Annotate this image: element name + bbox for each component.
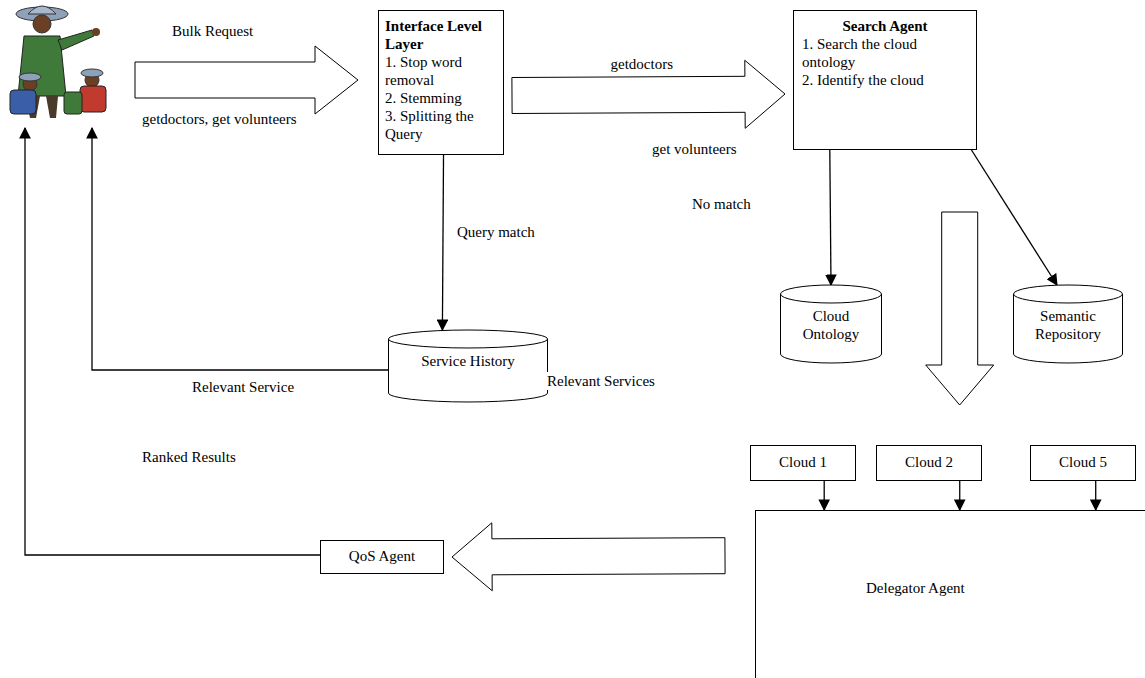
box-text: Cloud 5 (1035, 453, 1131, 471)
box-text: Cloud 2 (881, 453, 977, 471)
flow-label: No match (690, 195, 753, 213)
box-text: 2. Identify the cloud (802, 71, 968, 89)
relevant-service-line (92, 128, 388, 370)
node-content: Delegator Agent (756, 511, 1145, 597)
box-text: Service History (394, 352, 542, 370)
node-content: Cloud 2 (877, 446, 981, 478)
box-text: 3. Splitting the Query (385, 107, 497, 143)
process-box: QoS Agent (320, 540, 444, 574)
block-arrow (452, 523, 725, 591)
box-text: QoS Agent (325, 547, 439, 565)
box-text: Cloud Ontology (786, 307, 876, 343)
process-box: Search Agent1. Search the cloud ontology… (793, 10, 977, 150)
box-heading: Interface Level Layer (385, 17, 497, 53)
arrow-line (959, 481, 960, 510)
flow-label: get volunteers (650, 140, 739, 158)
edge-label: Query match (455, 223, 537, 241)
block-arrow (926, 212, 994, 405)
arrow-line (824, 481, 825, 510)
box-text: Cloud 1 (755, 453, 851, 471)
process-box: Cloud 1 (750, 445, 856, 481)
node-content: Search Agent1. Search the cloud ontology… (794, 11, 976, 95)
user-illustration (10, 6, 106, 118)
node-content: Cloud 1 (751, 446, 855, 478)
bulk-request-arrow (135, 46, 358, 114)
flow-label: getdoctors, get volunteers (140, 110, 299, 128)
process-box: Cloud 2 (876, 445, 982, 481)
box-heading: Search Agent (802, 17, 968, 35)
flow-label: Bulk Request (170, 22, 255, 40)
node-content: Cloud 5 (1031, 446, 1135, 478)
arrow-line (971, 150, 1057, 285)
box-text: Semantic Repository (1019, 307, 1117, 343)
box-text: Delegator Agent (866, 579, 1145, 597)
ranked-results-line (25, 128, 320, 555)
database-cylinder: Cloud Ontology (780, 285, 882, 363)
database-cylinder: Service History (388, 330, 548, 402)
box-text: 1. Search the cloud ontology (802, 35, 968, 71)
box-text: 1. Stop word removal (385, 53, 497, 89)
node-content: Semantic Repository (1013, 285, 1123, 351)
arrow-line (442, 155, 443, 330)
node-content: Cloud Ontology (780, 285, 882, 351)
process-box: Cloud 5 (1030, 445, 1136, 481)
node-content: QoS Agent (321, 541, 443, 571)
flow-label: Relevant Services (545, 372, 657, 390)
node-content: Service History (388, 330, 548, 378)
box-text: 2. Stemming (385, 89, 497, 107)
process-box: Interface Level Layer1. Stop word remova… (378, 10, 504, 155)
arrow-line (830, 150, 831, 285)
agent-region: Delegator Agent (755, 510, 1145, 678)
node-content: Interface Level Layer1. Stop word remova… (379, 11, 503, 149)
arrow-line (1095, 481, 1096, 510)
database-cylinder: Semantic Repository (1013, 285, 1123, 363)
flow-label: Ranked Results (140, 448, 238, 466)
flow-label: Relevant Service (190, 378, 296, 396)
edge-label: getdoctors (609, 55, 675, 73)
